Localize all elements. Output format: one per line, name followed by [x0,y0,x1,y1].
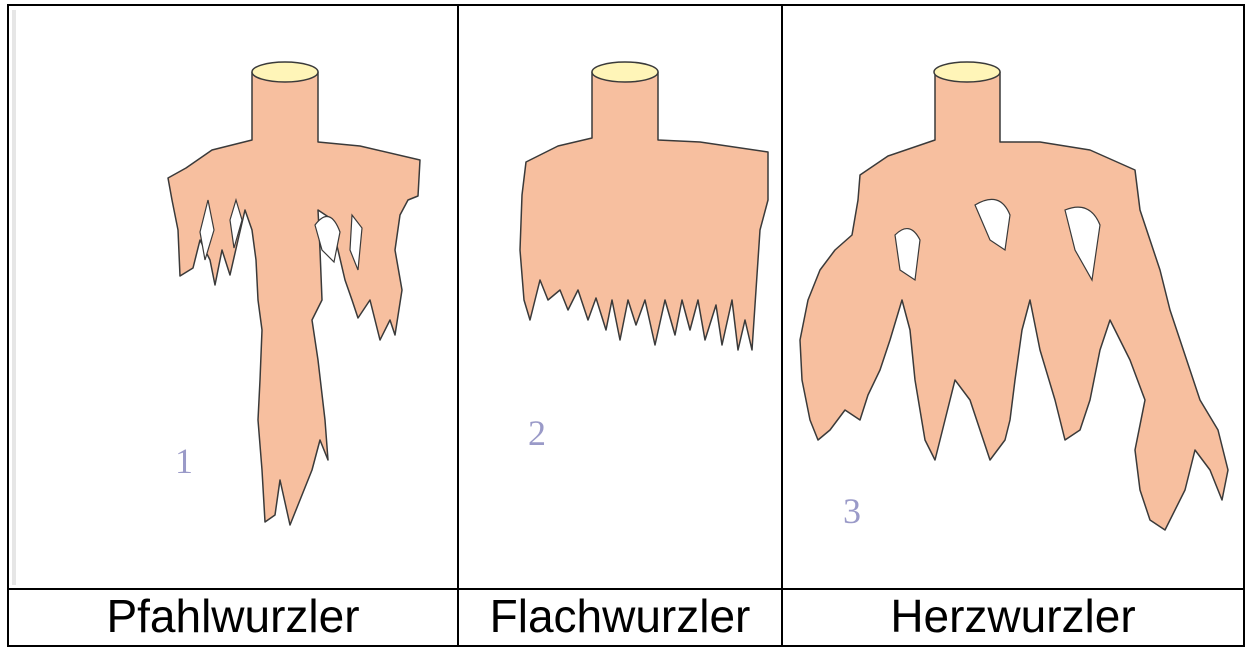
caption-herzwurzler: Herzwurzler [783,588,1243,643]
panel-2-number: 2 [528,412,546,454]
caption-flachwurzler: Flachwurzler [459,588,781,643]
caption-pfahlwurzler: Pfahlwurzler [9,588,457,643]
panel-3-number: 3 [843,490,861,532]
panel-1-number: 1 [175,440,193,482]
